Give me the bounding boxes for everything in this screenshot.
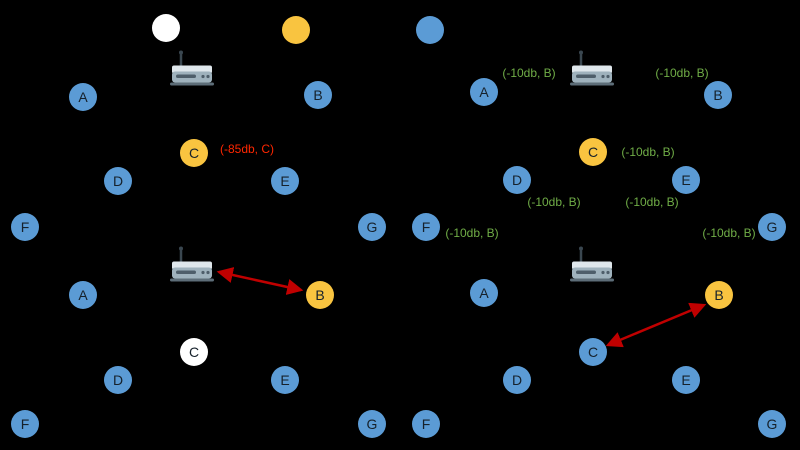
signal-annotation-e-top-right: (-10db, B) [625,195,679,209]
node-c-top-left: C [180,139,208,167]
node-g-bottom-right: G [758,410,786,438]
wifi-router-icon-top-left [168,50,216,95]
signal-annotation-b-top-right: (-10db, B) [655,66,709,80]
signal-annotation-f-top-right: (-10db, B) [445,226,499,240]
node-f-bottom-right: F [412,410,440,438]
node-a-top-right: A [470,78,498,106]
node-d-bottom-left: D [104,366,132,394]
node-f-top-left: F [11,213,39,241]
node-c-top-right: C [579,138,607,166]
wifi-router-icon-bottom-right [568,246,616,291]
node-d-bottom-right: D [503,366,531,394]
wifi-router-icon-bottom-left [168,246,216,291]
wifi-router-icon-top-right [568,50,616,95]
legend-white-node [152,14,180,42]
node-d-top-left: D [104,167,132,195]
signal-annotation-g-top-right: (-10db, B) [702,226,756,240]
node-e-top-right: E [672,166,700,194]
legend-yellow-node [282,16,310,44]
node-d-top-right: D [503,166,531,194]
node-b-top-right: B [704,81,732,109]
node-c-bottom-left: C [180,338,208,366]
node-g-bottom-left: G [358,410,386,438]
node-f-bottom-left: F [11,410,39,438]
roam-arrow-1 [605,302,707,348]
node-b-bottom-right: B [705,281,733,309]
signal-annotation-c-top-right: (-10db, B) [621,145,675,159]
legend-blue-node [416,16,444,44]
node-a-bottom-right: A [470,279,498,307]
roam-arrow-0 [216,267,304,295]
node-g-top-right: G [758,213,786,241]
node-a-top-left: A [69,83,97,111]
signal-annotation-c-top-left: (-85db, C) [219,142,275,156]
signal-annotation-a-top-right: (-10db, B) [502,66,556,80]
node-b-top-left: B [304,81,332,109]
node-f-top-right: F [412,213,440,241]
node-c-bottom-right: C [579,338,607,366]
node-e-top-left: E [271,167,299,195]
node-e-bottom-left: E [271,366,299,394]
node-b-bottom-left: B [306,281,334,309]
node-a-bottom-left: A [69,281,97,309]
node-e-bottom-right: E [672,366,700,394]
signal-annotation-d-top-right: (-10db, B) [527,195,581,209]
node-g-top-left: G [358,213,386,241]
